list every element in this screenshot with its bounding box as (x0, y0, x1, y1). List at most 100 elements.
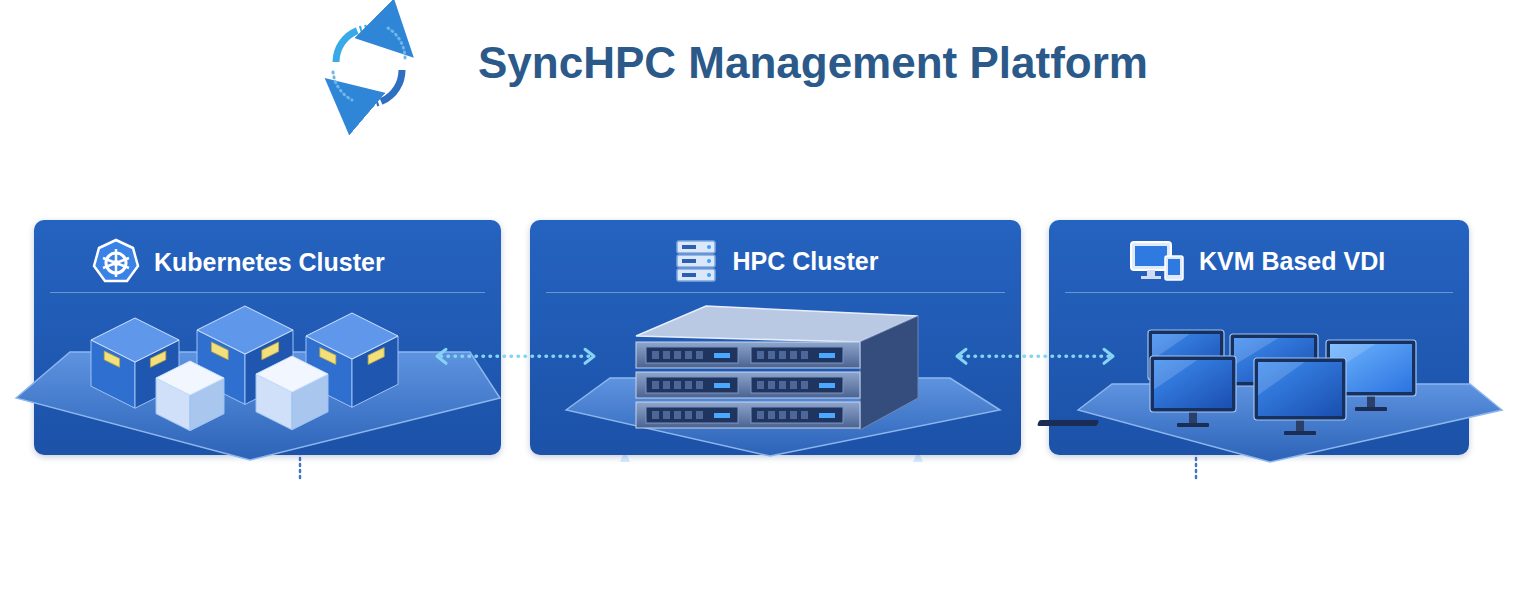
drawn-rect (801, 381, 808, 389)
panel-heading: HPC Cluster (733, 247, 879, 276)
drawn-g (682, 245, 696, 277)
drawn-line (1195, 452, 1198, 478)
drawn-svg (673, 238, 719, 284)
drawn-rect (1168, 259, 1180, 275)
drawn-polygon (860, 316, 918, 430)
drawn-rect (751, 407, 843, 423)
drawn-rect (757, 351, 764, 359)
drawn-rect (685, 351, 692, 359)
drawn-rect (646, 377, 738, 393)
drawn-rect (1189, 412, 1197, 424)
drawn-path (1104, 349, 1113, 363)
drawn-circle (707, 259, 711, 263)
drawn-path (437, 349, 446, 363)
drawn-rect (682, 259, 696, 263)
drawn-path (94, 240, 138, 281)
drawn-circle (113, 260, 119, 266)
drawn-rect (714, 353, 730, 358)
drawn-g (707, 245, 711, 277)
drawn-rect (1326, 340, 1416, 396)
drawn-rect (652, 381, 659, 389)
drawn-line (115, 249, 118, 277)
drawn-rect (768, 381, 775, 389)
drawn-path (957, 349, 966, 363)
cluster-panel: KVM Based VDI (1049, 220, 1469, 455)
drawn-rect (1037, 420, 1099, 426)
drawn-rect (790, 381, 797, 389)
drawn-polygon (1330, 344, 1376, 374)
dotted-connector (957, 349, 1113, 363)
drawn-line (961, 355, 1109, 359)
drawn-polygon (150, 351, 165, 367)
cluster-panel: Kubernetes Cluster (34, 220, 501, 455)
drawn-rect (1141, 276, 1161, 279)
drawn-rect (790, 351, 797, 359)
drawn-rect (757, 381, 764, 389)
drawn-polygon (91, 340, 135, 408)
drawn-line (441, 355, 590, 359)
drawn-rect (768, 411, 775, 419)
drawn-rect (663, 411, 670, 419)
drawn-polygon (262, 342, 279, 360)
drawn-polygon (256, 356, 328, 392)
drawn-path (336, 28, 394, 62)
drawn-polygon (91, 318, 179, 362)
drawn-polygon (566, 378, 1000, 456)
drawn-rect (1165, 256, 1183, 280)
drawn-path (620, 450, 630, 462)
drawn-path (346, 70, 402, 104)
drawn-rect (751, 347, 843, 363)
lower-links (300, 452, 1196, 478)
drawn-rect (685, 411, 692, 419)
small-arrowheads (620, 450, 923, 462)
drawn-rect (779, 351, 786, 359)
panel-icon (1129, 238, 1185, 284)
panel-header: HPC Cluster (673, 238, 879, 284)
panel-heading: KVM Based VDI (1199, 247, 1385, 276)
drawn-rect (1330, 344, 1412, 392)
drawn-rect (636, 342, 860, 368)
panel-icon (92, 238, 140, 286)
drawn-polygon (16, 352, 500, 460)
drawn-circle (707, 273, 711, 277)
header-divider (1065, 292, 1453, 293)
drawn-rect (790, 411, 797, 419)
panel-header: KVM Based VDI (1129, 238, 1385, 284)
drawn-rect (819, 353, 835, 358)
drawn-rect (1148, 330, 1224, 380)
drawn-rect (646, 347, 738, 363)
drawn-polygon (352, 336, 398, 407)
drawn-rect (751, 377, 843, 393)
drawn-rect (1154, 360, 1232, 408)
drawn-g (677, 241, 715, 281)
drawn-polygon (104, 351, 119, 367)
drawn-polygon (306, 313, 398, 359)
drawn-rect (1182, 380, 1190, 392)
drawn-rect (674, 381, 681, 389)
drawn-line (103, 258, 129, 268)
diagram-title: SyncHPC Management Platform (478, 38, 1148, 88)
drawn-rect (1150, 356, 1236, 412)
drawn-rect (677, 255, 715, 267)
panel-heading: Kubernetes Cluster (154, 248, 385, 277)
drawn-rect (1284, 431, 1316, 435)
drawn-rect (779, 411, 786, 419)
drawn-rect (1296, 420, 1304, 432)
drawn-rect (1147, 270, 1155, 276)
drawn-rect (677, 269, 715, 281)
drawn-rect (801, 351, 808, 359)
drawn-rect (1270, 386, 1278, 398)
drawn-rect (768, 351, 775, 359)
drawn-rect (636, 402, 860, 428)
drawn-rect (714, 383, 730, 388)
drawn-polygon (1152, 334, 1190, 360)
drawn-polygon (368, 348, 384, 365)
drawn-rect (1254, 358, 1346, 420)
drawn-line (299, 452, 302, 478)
drawn-rect (779, 381, 786, 389)
drawn-rect (1177, 423, 1209, 427)
drawn-rect (696, 351, 703, 359)
